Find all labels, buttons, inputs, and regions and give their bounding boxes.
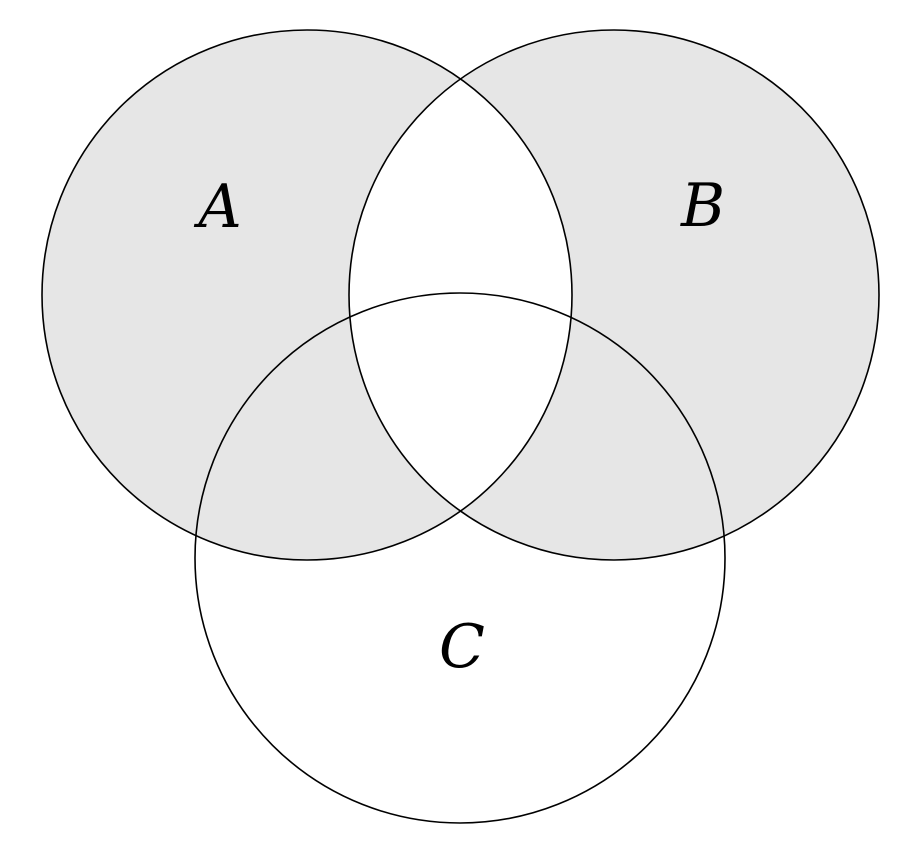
- circle-c-outline: [194, 292, 726, 824]
- shaded-region-a-xor-b: [42, 29, 879, 561]
- label-set-a: A: [193, 172, 241, 242]
- circle-a-outline: [41, 29, 573, 561]
- label-set-b: B: [680, 171, 725, 241]
- label-set-c: C: [439, 612, 485, 682]
- circle-b-outline: [348, 29, 880, 561]
